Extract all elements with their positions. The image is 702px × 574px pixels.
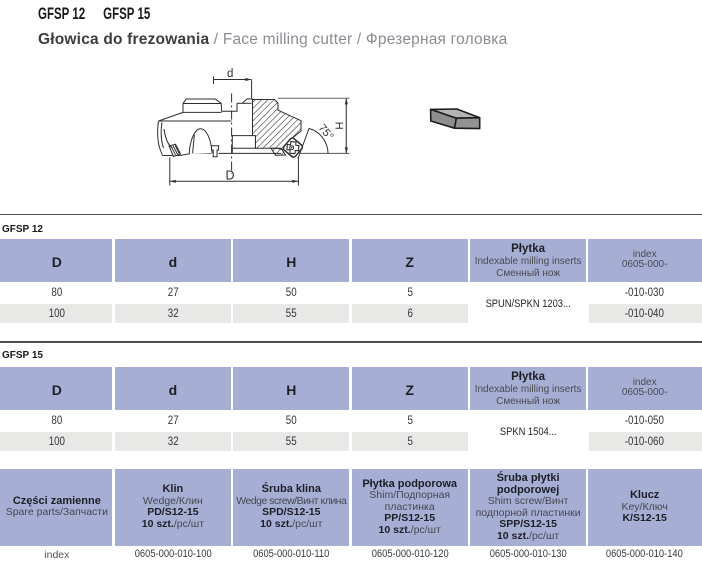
svg-text:d: d [227,68,233,80]
svg-text:D: D [226,169,235,183]
svg-text:H: H [333,122,345,130]
